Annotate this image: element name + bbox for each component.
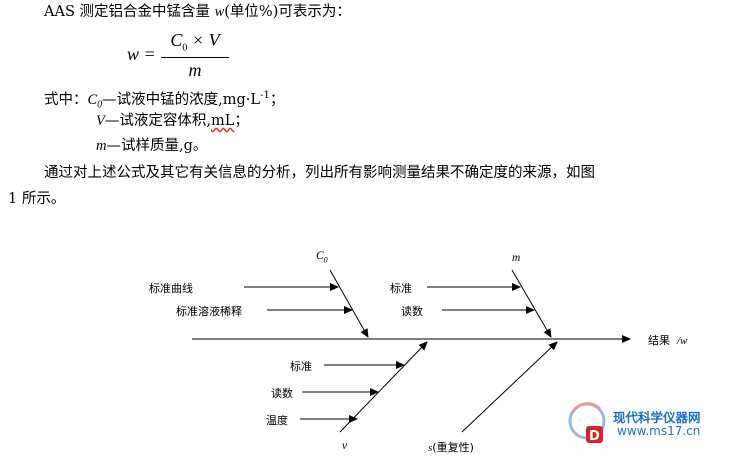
def2-text: —试液定容体积, bbox=[104, 113, 211, 129]
branch-s bbox=[461, 341, 558, 433]
c0-label: C0 bbox=[316, 250, 328, 264]
v-cause3-label: 温度 bbox=[266, 414, 288, 427]
fraction-bar bbox=[161, 57, 229, 58]
formula-denominator: m bbox=[188, 60, 202, 80]
v-label: v bbox=[342, 440, 348, 452]
intro-suffix: (单位%)可表示为： bbox=[224, 4, 351, 20]
m-cause1-label: 标准 bbox=[390, 282, 412, 295]
v-cause1-label: 标准 bbox=[290, 360, 312, 373]
watermark-title: 现代科学仪器网 bbox=[613, 410, 701, 425]
branch-c0 bbox=[329, 269, 369, 338]
def2-unit: mL bbox=[210, 113, 235, 129]
intro-line: AAS 测定铝合金中锰含量 w(单位%)可表示为： bbox=[44, 3, 351, 21]
para-line-2: 1 所示。 bbox=[8, 191, 66, 207]
m-label: m bbox=[512, 252, 521, 264]
def1-text: —试液中锰的浓度,mg·L bbox=[102, 91, 261, 108]
num-var: C bbox=[170, 30, 183, 50]
def2-var: V bbox=[96, 113, 105, 129]
num-sub: 0 bbox=[182, 42, 188, 54]
def1-sup: -1 bbox=[260, 90, 270, 101]
c0-main: C bbox=[316, 250, 324, 262]
c0-cause2-label: 标准溶液稀释 bbox=[176, 305, 242, 318]
def1-end: ； bbox=[269, 91, 285, 108]
s-suffix: (重复性) bbox=[432, 441, 474, 454]
where-label: 式中： bbox=[44, 91, 88, 108]
def2-end: ； bbox=[234, 113, 249, 129]
result-var: /w bbox=[677, 335, 688, 347]
def-line-1: 式中：C0—试液中锰的浓度,mg·L-1； bbox=[44, 87, 284, 115]
para-line-1: 通过对上述公式及其它有关信息的分析，列出所有影响测量结果不确定度的来源，如图 bbox=[44, 165, 595, 181]
formula-lhs: w = bbox=[127, 44, 156, 64]
watermark-logo-icon: D bbox=[568, 402, 606, 444]
intro-prefix: AAS 测定铝合金中锰含量 bbox=[44, 4, 215, 20]
def-line-2: V—试液定容体积,mL； bbox=[96, 112, 249, 130]
num-rest: × V bbox=[187, 30, 220, 50]
def-line-3: m—试样质量,g。 bbox=[96, 137, 207, 155]
result-text: 结果 bbox=[648, 334, 670, 347]
def3-var: m bbox=[96, 138, 107, 154]
def1-var: C bbox=[87, 91, 98, 108]
formula: w = C0 × V m bbox=[127, 30, 237, 82]
formula-numerator: C0 × V bbox=[161, 30, 229, 54]
s-var: s bbox=[428, 442, 433, 454]
intro-var: w bbox=[214, 4, 225, 20]
branch-m bbox=[511, 269, 552, 338]
watermark-url: www.ms17.cn bbox=[617, 424, 701, 438]
c0-cause1-label: 标准曲线 bbox=[149, 282, 193, 295]
result-label: 结果 /w bbox=[648, 332, 687, 348]
watermark-logo-letter: D bbox=[589, 429, 600, 444]
s-label: s(重复性) bbox=[428, 439, 474, 455]
m-cause2-label: 读数 bbox=[401, 305, 423, 318]
v-cause2-label: 读数 bbox=[271, 387, 293, 400]
c0-sub: 0 bbox=[323, 255, 328, 265]
def3-text: —试样质量,g。 bbox=[106, 138, 208, 154]
def1-sub: 0 bbox=[97, 99, 103, 111]
